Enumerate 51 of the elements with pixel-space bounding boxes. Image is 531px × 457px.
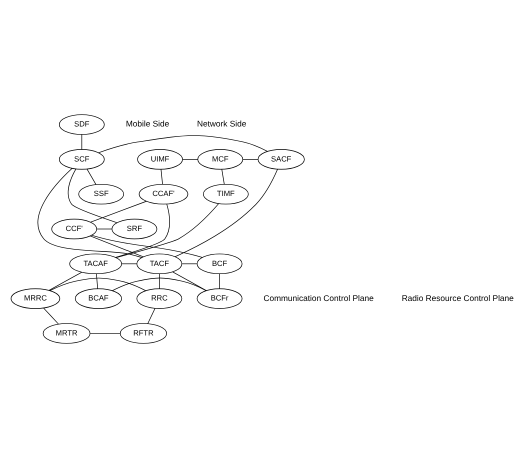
node-ellipse: TIMF	[202, 183, 249, 204]
connector	[115, 203, 170, 258]
connector	[121, 262, 138, 264]
connector	[219, 272, 220, 289]
connector	[182, 262, 198, 264]
node-ellipse: SSF	[78, 183, 124, 204]
connector	[86, 168, 96, 184]
connector	[90, 235, 144, 257]
node-ellipse: RRC	[136, 288, 182, 308]
connector	[112, 277, 207, 291]
connector	[160, 168, 163, 184]
node-ellipse: SCF	[58, 148, 105, 170]
node-ellipse: UIMF	[137, 148, 183, 170]
connector	[81, 134, 82, 150]
label: Radio Resource Control Plane	[402, 292, 514, 302]
node-ellipse: TACAF	[69, 253, 122, 274]
connector	[159, 272, 160, 289]
node-ellipse: CCAF'	[138, 183, 188, 204]
connector	[221, 168, 225, 184]
node-ellipse: MCF	[197, 148, 244, 170]
node-ellipse: BCF	[196, 253, 242, 274]
node-ellipse: BCFr	[196, 288, 242, 308]
connector	[182, 158, 198, 160]
connector	[91, 234, 203, 258]
node-ellipse: MRRC	[10, 288, 60, 308]
connector	[147, 307, 156, 324]
connector	[174, 168, 278, 257]
connector	[116, 202, 220, 258]
connector	[90, 332, 121, 334]
label: Communication Control Plane	[263, 292, 374, 302]
node-ellipse: SRF	[112, 218, 158, 239]
node-ellipse: BCAF	[74, 288, 122, 308]
connector	[90, 200, 147, 222]
connector	[43, 307, 59, 324]
connector	[172, 271, 207, 290]
node-ellipse: SDF	[58, 114, 105, 134]
connector	[38, 168, 142, 258]
connector	[49, 277, 146, 291]
node-ellipse: RFTR	[120, 322, 167, 344]
connector	[68, 168, 118, 223]
label: Mobile Side	[126, 118, 170, 128]
node-ellipse: SACF	[258, 148, 305, 170]
connector	[48, 271, 82, 290]
node-ellipse: TACF	[136, 253, 182, 274]
label: Network Side	[196, 118, 246, 128]
connector	[96, 272, 98, 289]
node-ellipse: MRTR	[42, 322, 90, 344]
node-ellipse: CCF'	[51, 218, 98, 239]
connector	[98, 134, 268, 153]
connector	[96, 228, 112, 229]
connector	[242, 158, 258, 160]
